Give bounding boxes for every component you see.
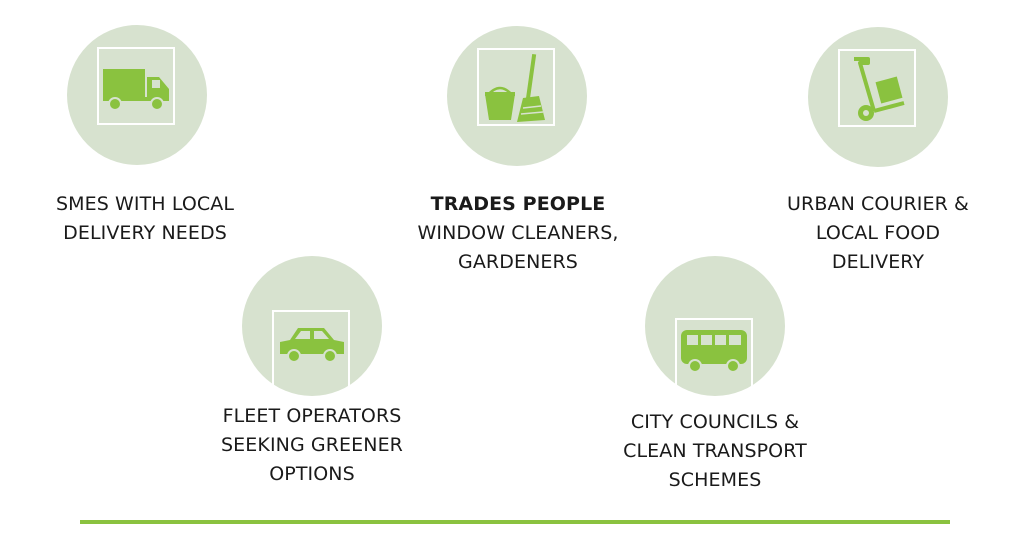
- icon-frame: [477, 48, 555, 126]
- bucket-and-broom-icon: [485, 53, 545, 122]
- icon-circle-fleet: [242, 256, 382, 412]
- label-line: URBAN COURIER &: [787, 193, 969, 215]
- bottom-divider: [80, 520, 950, 524]
- label-line: GARDENERS: [458, 251, 578, 273]
- icon-circle-courier: [808, 27, 948, 167]
- label-line: WINDOW CLEANERS,: [417, 222, 619, 244]
- label-councils: CITY COUNCILS & CLEAN TRANSPORT SCHEMES: [605, 408, 825, 495]
- car-icon: [280, 328, 344, 363]
- label-line: LOCAL FOOD: [815, 222, 941, 244]
- icon-frame: [97, 47, 175, 125]
- icon-circle-councils: [645, 256, 785, 420]
- label-line: SEEKING GREENER: [221, 434, 403, 456]
- hand-trolley-icon: [854, 57, 905, 121]
- label-line: CITY COUNCILS &: [630, 411, 800, 433]
- bus-icon: [681, 330, 747, 373]
- label-line: OPTIONS: [269, 463, 355, 485]
- label-line: DELIVERY: [831, 251, 925, 273]
- label-line: SMES WITH LOCAL: [55, 193, 235, 215]
- label-line: DELIVERY NEEDS: [63, 222, 227, 244]
- label-line: CLEAN TRANSPORT: [623, 440, 807, 462]
- icon-circle-trades: [447, 26, 587, 166]
- icon-frame: [272, 310, 350, 412]
- label-smes: SMES WITH LOCAL DELIVERY NEEDS: [35, 190, 255, 248]
- label-trades: TRADES PEOPLE WINDOW CLEANERS, GARDENERS: [398, 190, 638, 277]
- icon-frame: [838, 49, 916, 127]
- label-fleet: FLEET OPERATORS SEEKING GREENER OPTIONS: [202, 402, 422, 489]
- label-line: SCHEMES: [668, 469, 762, 491]
- icon-frame: [675, 318, 753, 420]
- delivery-truck-icon: [103, 69, 169, 111]
- label-heading: TRADES PEOPLE: [430, 193, 606, 215]
- icon-circle-smes: [67, 25, 207, 165]
- label-courier: URBAN COURIER & LOCAL FOOD DELIVERY: [768, 190, 988, 277]
- label-line: FLEET OPERATORS: [222, 405, 402, 427]
